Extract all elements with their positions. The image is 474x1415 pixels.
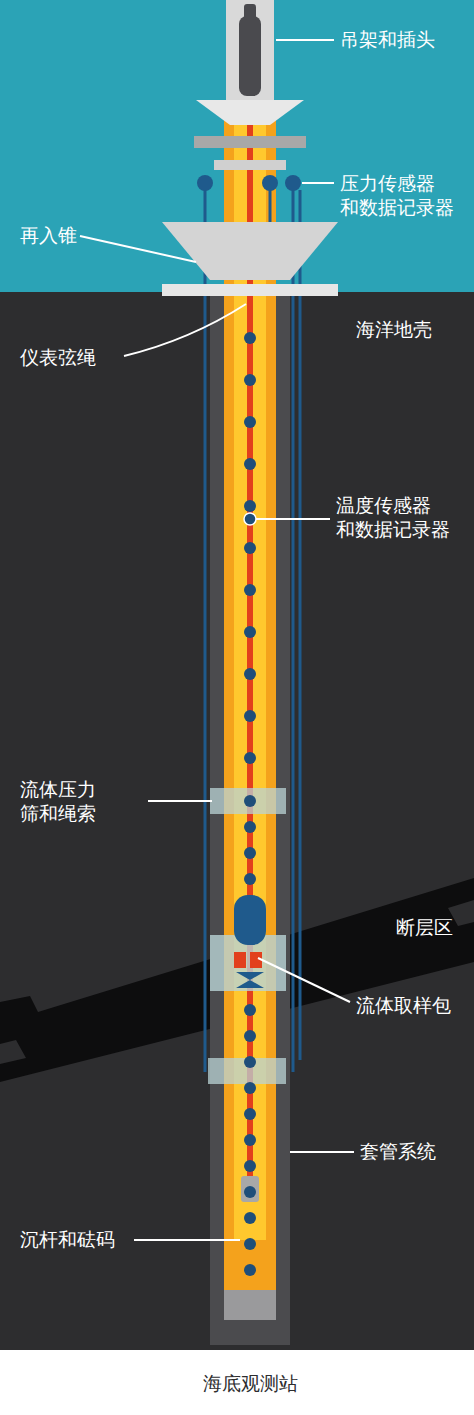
sensor-dot: [244, 1160, 256, 1172]
sensor-dot: [244, 1030, 256, 1042]
sensor-dot: [244, 821, 256, 833]
sensor-dot: [244, 873, 256, 885]
sinker-bar: [241, 1176, 259, 1202]
callout-label: 压力传感器 和数据记录器: [340, 172, 468, 220]
sensor-dot: [244, 1186, 256, 1198]
callout-label: 套管系统: [360, 1140, 436, 1164]
sensor-dot: [244, 1108, 256, 1120]
sensor-dot: [244, 710, 256, 722]
sensor-dot: [244, 626, 256, 638]
leader-lines: [80, 40, 354, 1240]
sensor-dot: [244, 668, 256, 680]
plug-top: [244, 4, 256, 20]
reentry-cone: [162, 222, 338, 280]
umbilical-lines: [205, 190, 300, 1072]
pressure-sensors: [197, 175, 301, 191]
sensor-dot: [244, 1056, 256, 1068]
sensor-dot: [244, 1082, 256, 1094]
sensor-dot: [244, 500, 256, 512]
sensor-dot: [244, 374, 256, 386]
sensor-dot: [244, 584, 256, 596]
callout-label: 流体取样包: [356, 994, 451, 1018]
hanger-funnel: [196, 100, 304, 125]
sensor-dot: [244, 1004, 256, 1016]
hanger: [226, 0, 274, 100]
sampler-part: [234, 952, 246, 968]
callout-label: 流体压力 筛和绳索: [20, 778, 120, 826]
callout-label: 断层区: [396, 916, 453, 940]
sensor-dot: [244, 1134, 256, 1146]
ocean: [0, 0, 474, 292]
hanger-plate: [214, 160, 286, 170]
callout-label: 吊架和插头: [340, 28, 435, 52]
callout-label: 温度传感器 和数据记录器: [336, 494, 468, 542]
sensor-dot: [244, 1212, 256, 1224]
hanger-plate: [194, 136, 306, 148]
sampler-head: [234, 895, 266, 945]
sampler-valve: [236, 972, 264, 988]
callout-label: 再入锥: [20, 224, 77, 248]
temperature-sensors: [244, 332, 256, 1276]
sensor-dot: [244, 542, 256, 554]
pressure-screen: [210, 788, 286, 814]
sensor-dot: [244, 795, 256, 807]
sensor-dot: [244, 458, 256, 470]
sensor-dot: [244, 416, 256, 428]
sensor-dot: [244, 1264, 256, 1276]
caption: 海底观测站: [203, 1372, 298, 1396]
plug: [239, 16, 261, 96]
sensor-dot: [244, 847, 256, 859]
sensor-dot: [244, 1238, 256, 1250]
bottom-plug: [224, 1290, 276, 1320]
callout-label: 海洋地壳: [356, 318, 432, 342]
sensor-dot: [244, 752, 256, 764]
sensor-dot: [244, 332, 256, 344]
callout-label: 仪表弦绳: [20, 346, 96, 370]
sensor-dot: [244, 513, 256, 525]
base-plate: [162, 284, 338, 296]
callout-label: 沉杆和砝码: [20, 1228, 115, 1252]
